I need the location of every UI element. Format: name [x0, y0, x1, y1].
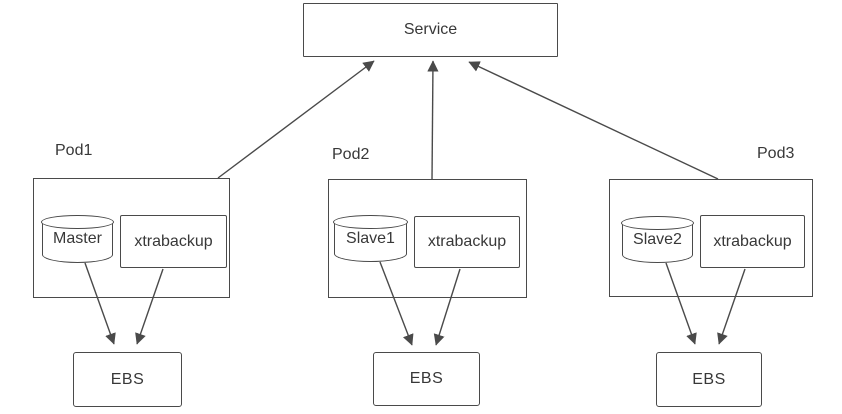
- service-box: Service: [303, 3, 558, 57]
- pod1-box: [33, 178, 230, 298]
- edge-pod3-to-service: [468, 61, 719, 180]
- pod2-ebs-box: EBS: [373, 352, 480, 406]
- pod1-database-cylinder: Master: [41, 215, 114, 263]
- pod3-xtrabackup-label: xtrabackup: [713, 232, 792, 250]
- pod3-xtrabackup-box: xtrabackup: [700, 215, 805, 268]
- pod1-database-label: Master: [53, 230, 102, 247]
- service-label: Service: [403, 21, 458, 38]
- pod1-label: Pod1: [55, 142, 93, 159]
- pod3-ebs-label: EBS: [692, 370, 726, 388]
- pod2-label: Pod2: [332, 146, 370, 163]
- pod1-xtrabackup-box: xtrabackup: [120, 215, 227, 268]
- pod3-box: [609, 179, 813, 297]
- pod3-database-cylinder: Slave2: [621, 216, 694, 263]
- pod2-ebs-label: EBS: [409, 370, 444, 387]
- pod3-label: Pod3: [757, 145, 795, 162]
- pod2-xtrabackup-box: xtrabackup: [414, 216, 520, 268]
- edge-pod2-to-service: [427, 60, 439, 181]
- pod3-database-label: Slave2: [633, 231, 682, 248]
- pod2-database-cylinder: Slave1: [333, 215, 408, 262]
- pod2-xtrabackup-label: xtrabackup: [427, 233, 507, 250]
- pod1-xtrabackup-label: xtrabackup: [134, 232, 213, 250]
- pod2-box: [328, 179, 527, 298]
- pod1-ebs-box: EBS: [73, 352, 182, 407]
- pod3-ebs-box: EBS: [656, 352, 762, 407]
- pod2-database-label: Slave1: [346, 230, 395, 247]
- pod1-ebs-label: EBS: [110, 370, 145, 388]
